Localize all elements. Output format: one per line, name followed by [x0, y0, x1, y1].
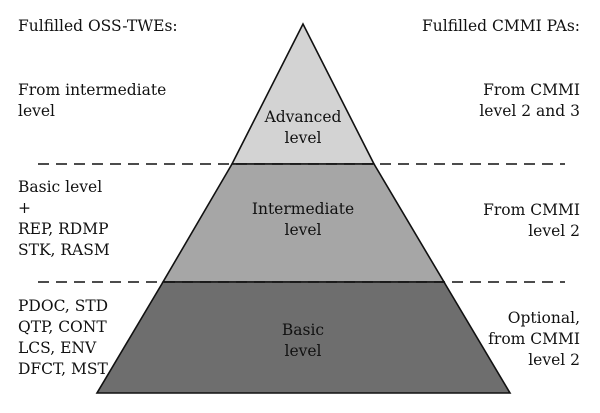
- right-text-advanced: From CMMI level 2 and 3: [479, 81, 580, 120]
- left-text-advanced: From intermediate level: [18, 81, 167, 120]
- left-text-intermediate: Basic level + REP, RDMP STK, RASM: [18, 178, 110, 259]
- level-label-advanced: Advanced level: [264, 108, 342, 147]
- level-label-intermediate: Intermediate level: [251, 200, 355, 239]
- header-right: Fulfilled CMMI PAs:: [422, 17, 580, 35]
- right-text-intermediate: From CMMI level 2: [483, 201, 580, 240]
- level-label-basic: Basic level: [281, 321, 325, 360]
- right-text-basic: Optional, from CMMI level 2: [488, 309, 580, 369]
- header-left: Fulfilled OSS-TWEs:: [18, 17, 178, 35]
- left-text-basic: PDOC, STD QTP, CONT LCS, ENV DFCT, MST: [18, 297, 109, 378]
